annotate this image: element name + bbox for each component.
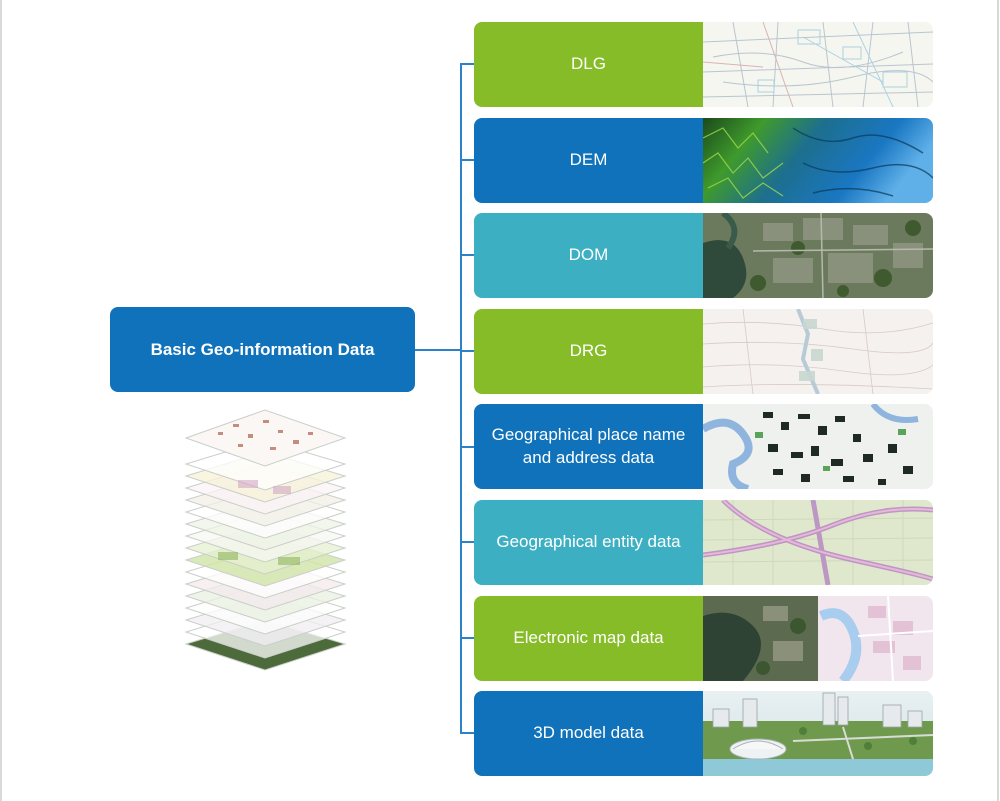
right-border	[997, 0, 999, 801]
branch-connector-dlg	[460, 63, 475, 65]
category-entity: Geographical entity data	[474, 500, 703, 585]
entity-map-thumbnail-icon	[703, 500, 933, 585]
raster-graphic-thumbnail-icon	[703, 309, 933, 394]
trunk-connector	[460, 64, 462, 733]
line-map-thumbnail-icon	[703, 22, 933, 107]
category-drg: DRG	[474, 309, 703, 394]
category-3d-model: 3D model data	[474, 691, 703, 776]
electronic-map-thumbnail-icon	[703, 596, 933, 681]
place-name-map-thumbnail-icon	[703, 404, 933, 489]
category-electronic-map: Electronic map data	[474, 596, 703, 681]
branch-connector-3d-model	[460, 732, 475, 734]
root-connector	[415, 349, 462, 351]
category-label-drg: DRG	[569, 341, 608, 361]
category-label-dem: DEM	[569, 150, 608, 170]
root-node: Basic Geo-information Data	[110, 307, 415, 392]
category-label-electronic-map: Electronic map data	[513, 628, 664, 648]
3d-city-model-thumbnail-icon	[703, 691, 933, 776]
left-border	[0, 0, 2, 801]
category-label-entity: Geographical entity data	[496, 532, 681, 552]
category-label-dlg: DLG	[571, 54, 606, 74]
category-dlg: DLG	[474, 22, 703, 107]
branch-connector-drg	[460, 350, 475, 352]
elevation-model-thumbnail-icon	[703, 118, 933, 203]
orthophoto-thumbnail-icon	[703, 213, 933, 298]
layered-map-stack-icon	[178, 402, 353, 682]
category-place-name: Geographical place name and address data	[474, 404, 703, 489]
category-label-place-name: Geographical place name and address data	[491, 425, 686, 467]
branch-connector-place-name	[460, 446, 475, 448]
branch-connector-entity	[460, 541, 475, 543]
category-dom: DOM	[474, 213, 703, 298]
branch-connector-dem	[460, 159, 475, 161]
root-label: Basic Geo-information Data	[150, 339, 375, 359]
category-dem: DEM	[474, 118, 703, 203]
branch-connector-dom	[460, 254, 475, 256]
category-label-dom: DOM	[568, 245, 609, 265]
branch-connector-electronic-map	[460, 637, 475, 639]
category-label-3d-model: 3D model data	[533, 723, 644, 743]
